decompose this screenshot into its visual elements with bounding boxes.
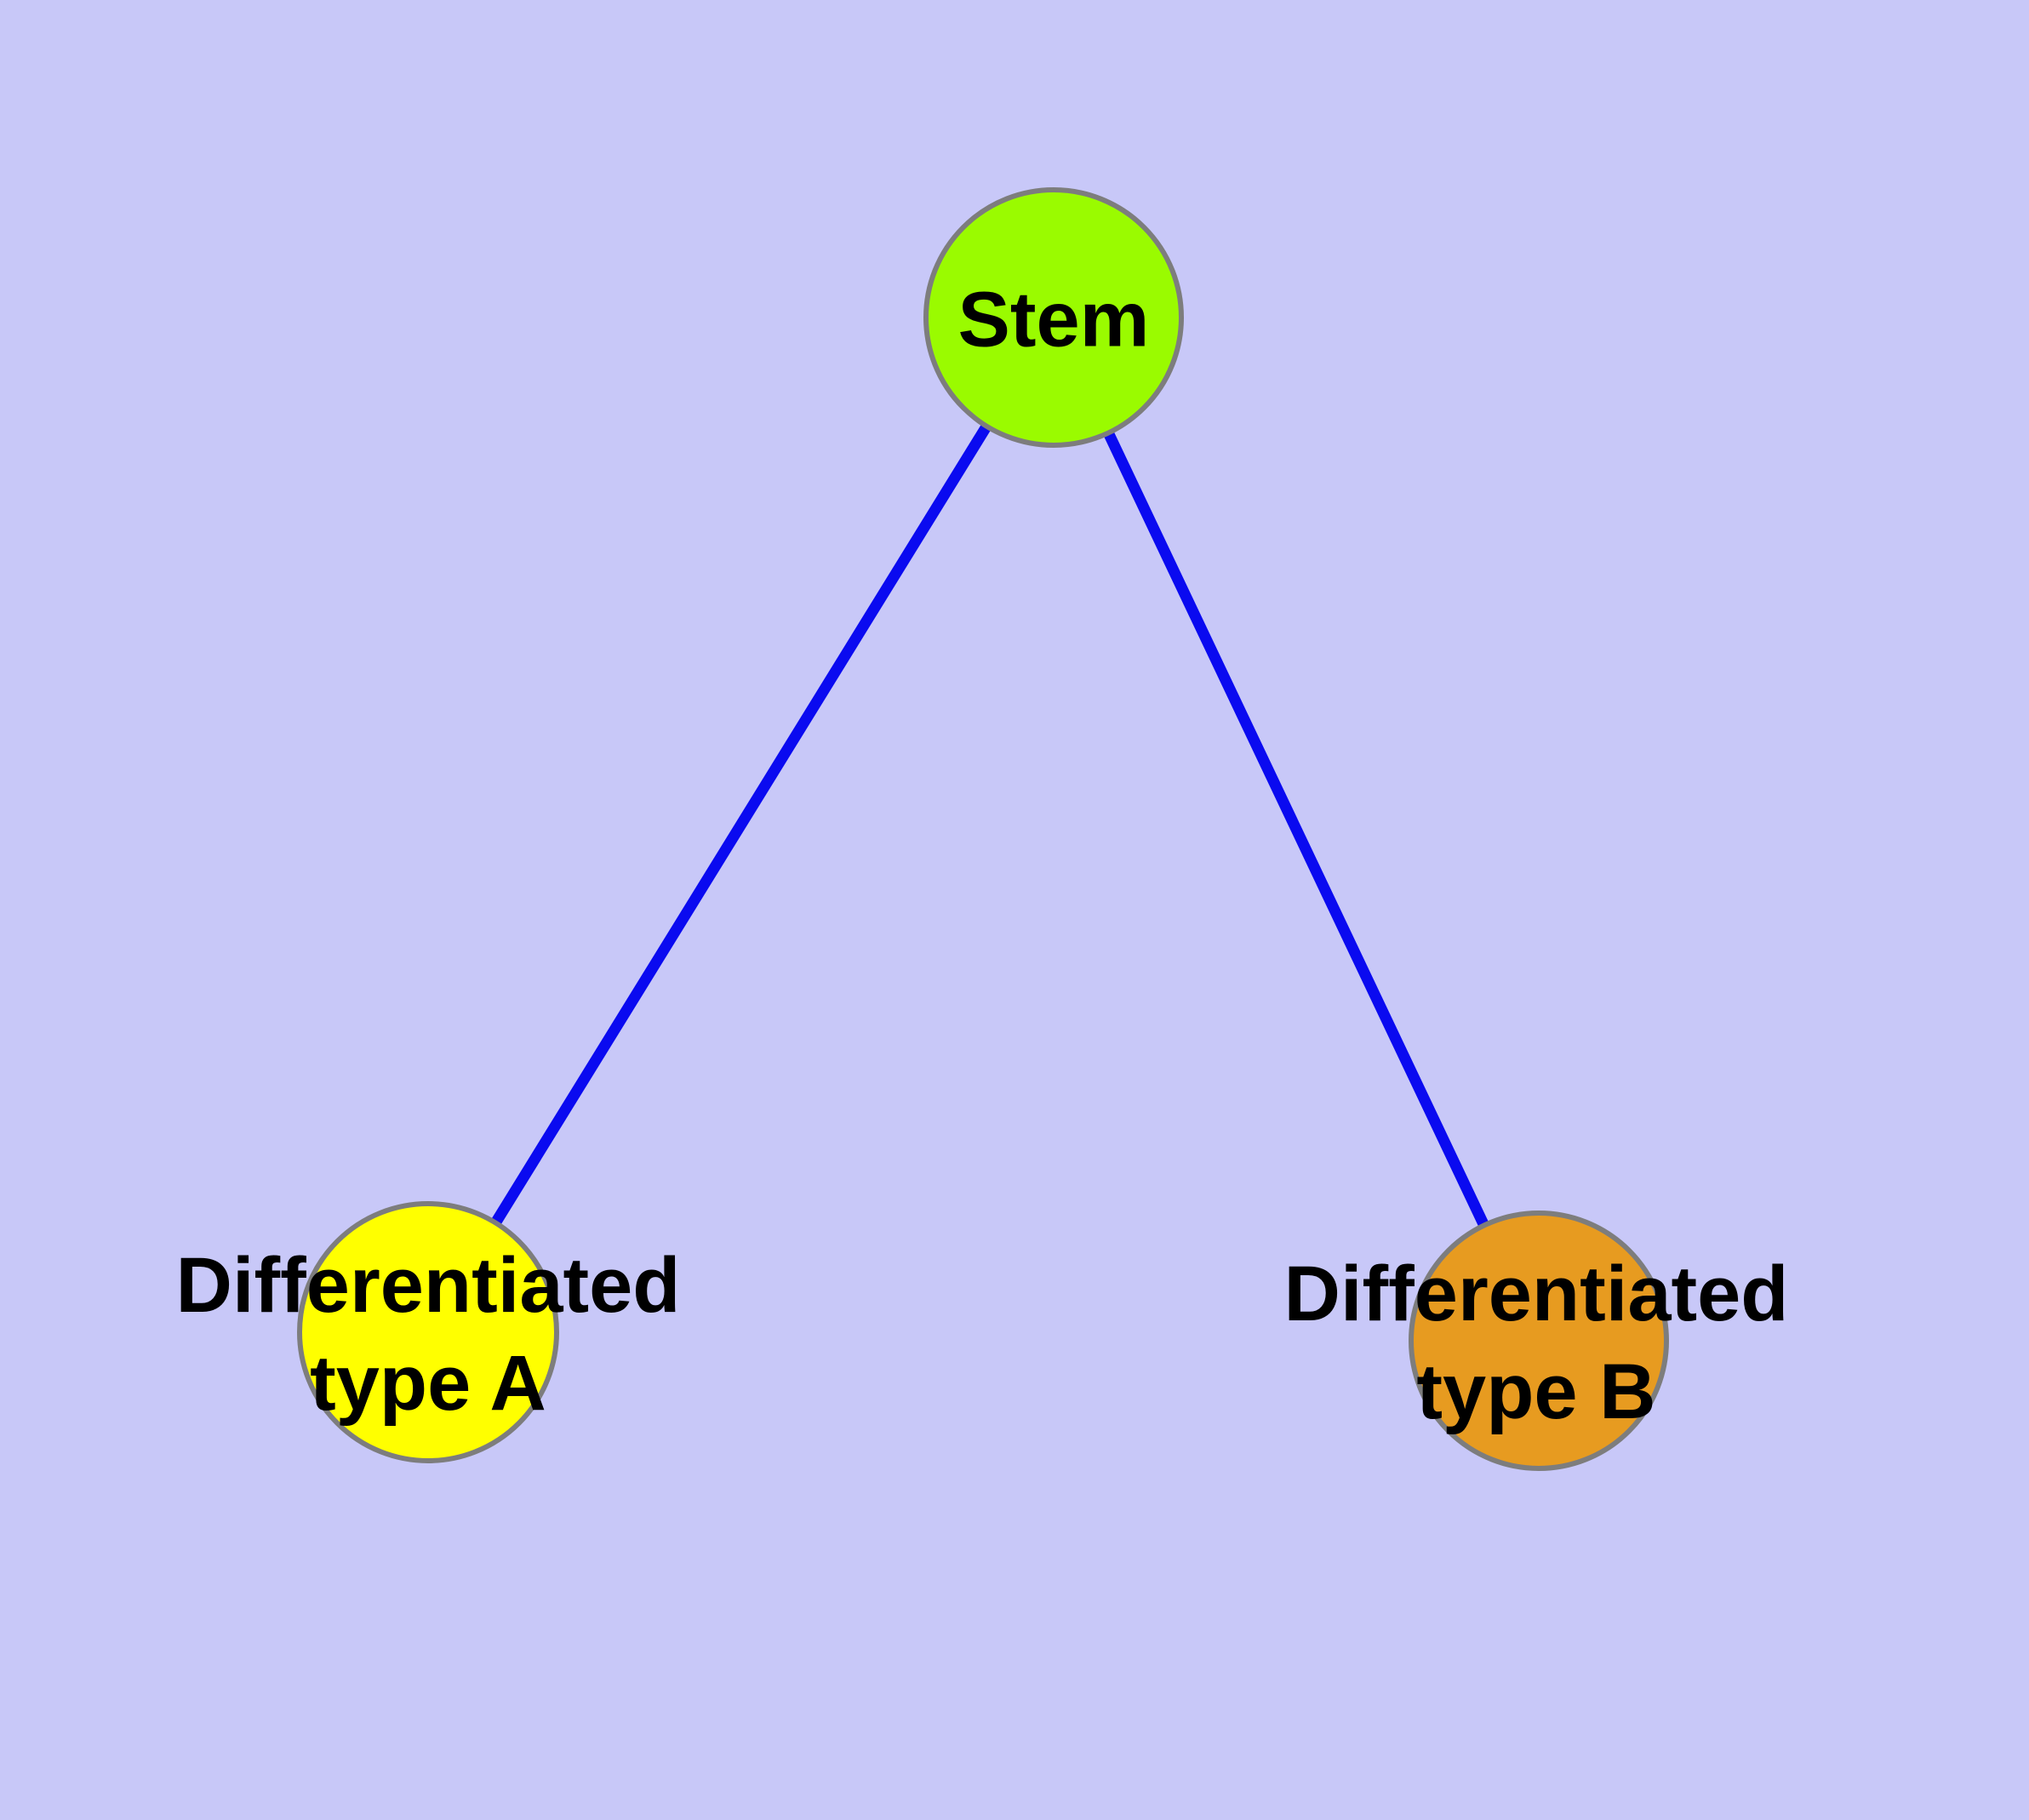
edge-stem-to-type-b xyxy=(1049,315,1544,1343)
node-stem-label-line-1: Stem xyxy=(957,276,1150,363)
node-stem-circle xyxy=(923,187,1184,448)
node-type-b-label-line-1: Differentiated xyxy=(1283,1251,1789,1337)
edge-stem-to-type-a xyxy=(423,314,1059,1336)
node-type-b-circle xyxy=(1409,1210,1669,1471)
node-type-a-label: Differentiated type A xyxy=(176,1237,681,1433)
node-stem-label: Stem xyxy=(958,272,1150,369)
node-type-a-circle xyxy=(297,1201,559,1463)
node-type-a-label-line-2: type A xyxy=(310,1340,546,1427)
node-type-b-label-line-2: type B xyxy=(1416,1348,1656,1435)
node-type-b-label: Differentiated type B xyxy=(1284,1245,1789,1441)
node-type-a-label-line-1: Differentiated xyxy=(175,1242,681,1329)
